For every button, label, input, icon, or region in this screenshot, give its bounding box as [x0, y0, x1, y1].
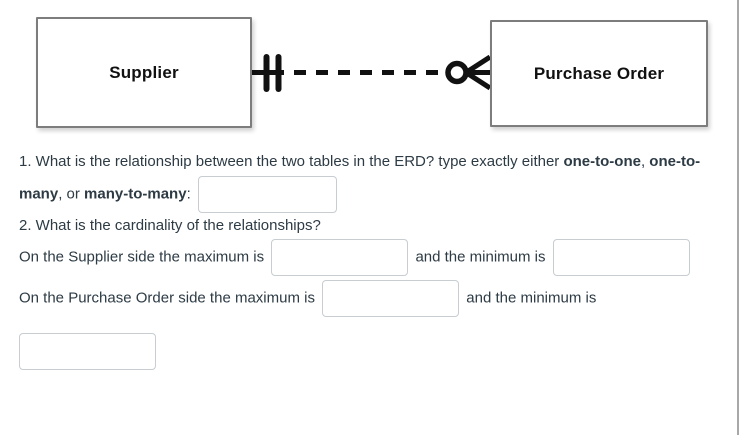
supplier-minimum-input[interactable] [552, 239, 690, 276]
supplier-max-label: On the Supplier side the maximum is [19, 248, 269, 266]
purchase-order-minimum-input[interactable] [19, 333, 156, 370]
purchase-order-min-label: and the minimum is [462, 289, 597, 307]
option-many-to-many: many-to-many [84, 185, 187, 203]
purchase-order-entity-box: Purchase Order [490, 20, 708, 127]
question-1-colon: : [186, 185, 195, 203]
option-one-to-many: one-to-many [19, 153, 701, 203]
purchase-order-entity-label: Purchase Order [533, 63, 665, 83]
question-2-heading: 2. What is the cardinality of the relati… [19, 217, 321, 234]
question-1-separator-2: , or [58, 185, 85, 203]
question-1: 1. What is the relationship between the … [19, 150, 716, 215]
zero-or-many-marker-icon [445, 54, 492, 91]
question-1-separator: , [640, 153, 650, 170]
purchase-order-max-label: On the Purchase Order side the maximum i… [19, 289, 320, 307]
relationship-type-input[interactable] [197, 176, 337, 213]
erd-diagram: Supplier Purchase Order [0, 0, 744, 150]
question-1-intro: 1. What is the relationship between the … [19, 153, 564, 170]
purchase-order-cardinality-row: On the Purchase Order side the maximum i… [19, 278, 716, 319]
content-right-border [737, 0, 739, 435]
quiz-content: 1. What is the relationship between the … [0, 150, 744, 372]
supplier-maximum-input[interactable] [271, 239, 409, 276]
purchase-order-minimum-row [19, 331, 716, 372]
purchase-order-maximum-input[interactable] [322, 280, 460, 317]
supplier-entity-label: Supplier [109, 62, 179, 82]
supplier-cardinality-row: On the Supplier side the maximum is and … [19, 237, 716, 278]
supplier-entity-box: Supplier [36, 17, 252, 128]
one-and-only-one-marker-icon [262, 54, 284, 92]
supplier-min-label: and the minimum is [411, 248, 550, 266]
option-one-to-one: one-to-one [563, 153, 641, 170]
